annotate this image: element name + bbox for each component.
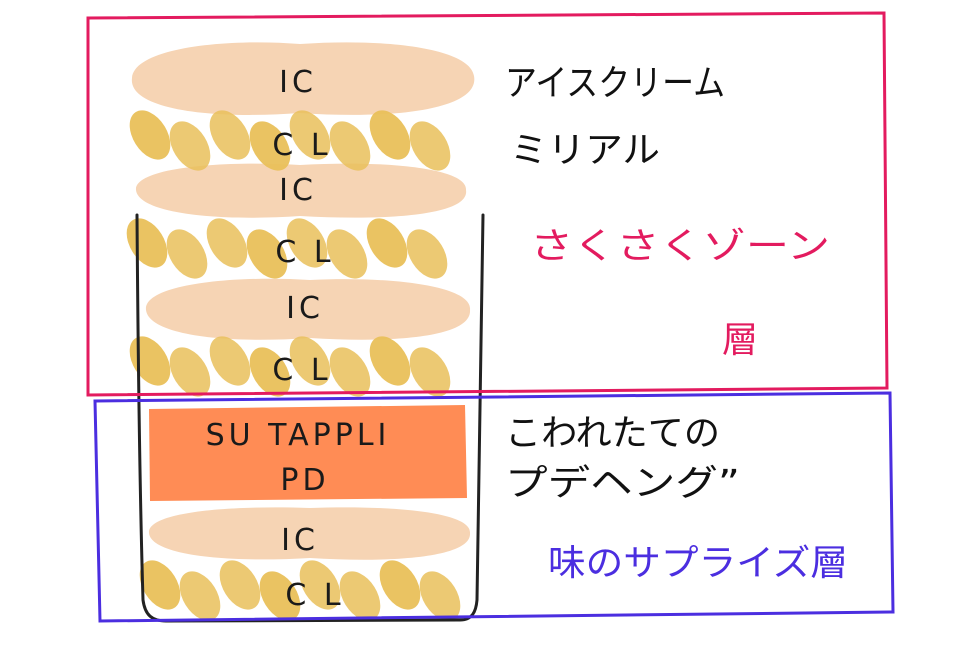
cereal-piece (286, 218, 328, 268)
cereal-piece (209, 110, 251, 160)
cereal-piece (339, 571, 381, 621)
surprise-layer-caption: 味のサプライズ層 (548, 543, 848, 584)
layer-label-cl: C L (275, 235, 334, 270)
cereal-piece (209, 336, 251, 386)
ice-cream-caption: アイスクリーム (505, 63, 725, 104)
cereal-piece (249, 121, 291, 171)
cereal-piece (289, 110, 331, 160)
crispy-layer-caption: 層 (722, 320, 758, 361)
cereal-piece (259, 571, 301, 621)
cereal-piece (326, 229, 368, 279)
ice-cream-layer-4 (148, 507, 471, 560)
cereal-piece (166, 229, 208, 279)
cereal-piece (409, 121, 451, 171)
cereal-piece (169, 121, 211, 171)
layer-label-pudding-line-2: PD (280, 463, 329, 498)
cereal-piece (139, 560, 181, 610)
layer-label-ic: IC (279, 173, 317, 208)
layer-label-ic: IC (279, 65, 317, 100)
cereal-piece (179, 571, 221, 621)
cereal-piece (329, 121, 371, 171)
cereal-piece (369, 110, 411, 160)
cereal-piece (366, 218, 408, 268)
cup-outline (135, 213, 485, 623)
pudding-caption-line-2: プデヘング” (505, 463, 740, 504)
cereal-piece (206, 218, 248, 268)
cereal-piece (379, 560, 421, 610)
cereal-layers (126, 110, 461, 621)
pudding-layer (149, 405, 467, 501)
crispy-zone-caption: さくさくゾーン (530, 226, 830, 267)
crispy-zone-frame (86, 11, 889, 397)
layer-label-ic: IC (281, 523, 319, 558)
layer-label-cl: C L (272, 353, 331, 388)
ice-cream-layer-1 (131, 42, 475, 115)
ice-cream-layer-3 (145, 278, 471, 340)
cereal-piece (419, 571, 461, 621)
cereal-piece (329, 347, 371, 397)
cereal-piece (406, 229, 448, 279)
layer-label-ic: IC (286, 291, 324, 326)
cereal-piece (129, 110, 171, 160)
ice-cream-layer-2 (135, 163, 467, 218)
pudding-caption-line-1: こわれたての (505, 413, 720, 454)
cereal-piece (299, 560, 341, 610)
layer-label-pudding-line-1: SU TAPPLI (206, 418, 391, 453)
cereal-piece (219, 560, 261, 610)
layer-label-cl: C L (272, 128, 331, 163)
surprise-zone-frame (93, 391, 895, 623)
cereal-piece (249, 347, 291, 397)
cereal-piece (169, 347, 211, 397)
cereal-piece (246, 229, 288, 279)
cereal-piece (289, 336, 331, 386)
cereal-piece (409, 347, 451, 397)
cereal-piece (369, 336, 411, 386)
layer-label-cl: C L (285, 578, 344, 613)
cereal-caption: ミリアル (510, 130, 660, 171)
